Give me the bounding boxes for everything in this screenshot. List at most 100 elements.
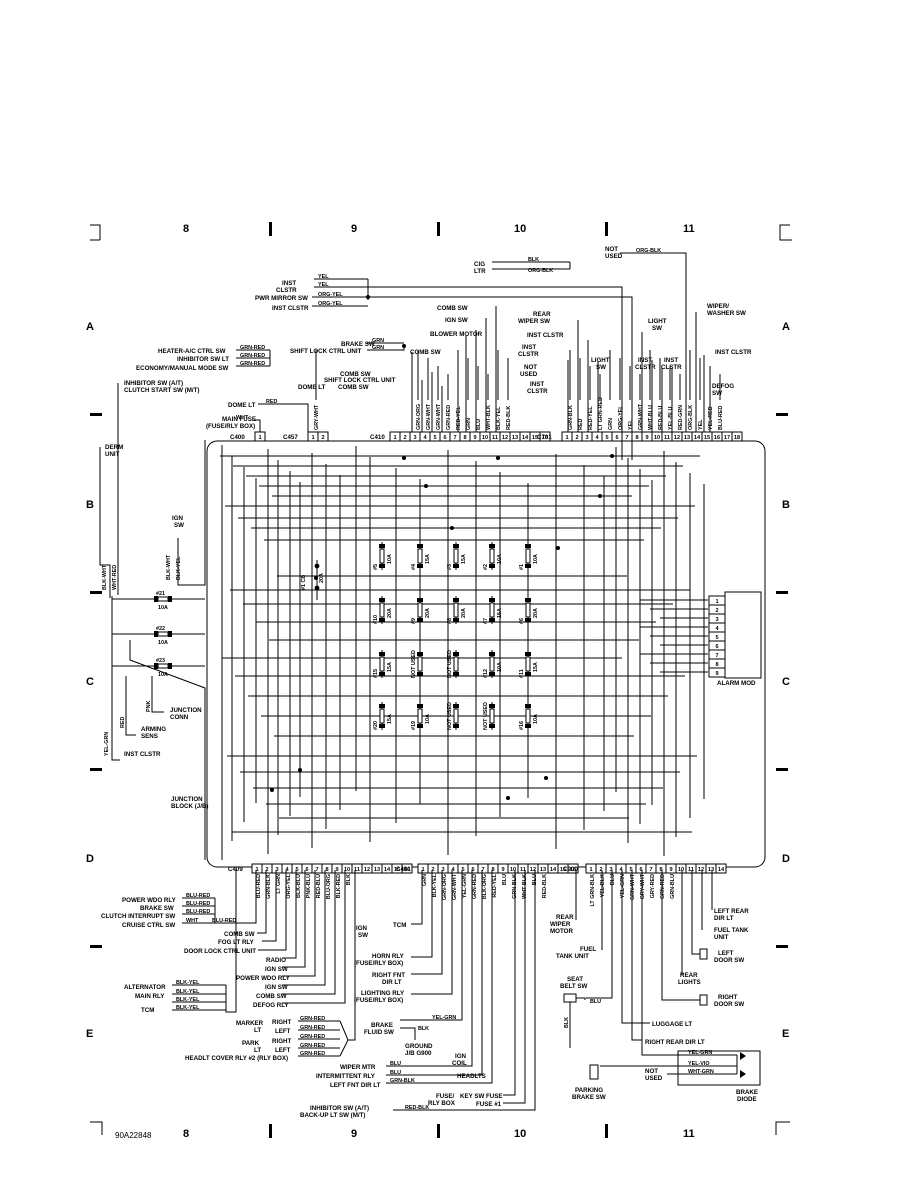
- top-feed-lines: LIGHTSWINSTCLSTRINSTCLSTRINSTCLSTRNOTUSE…: [411, 272, 711, 432]
- top-connector-pin-number: 10: [482, 435, 488, 441]
- top-connector-pin-number: 11: [492, 435, 498, 441]
- top-connector-pin-number: 6: [443, 435, 446, 441]
- side-lower-wires: [111, 596, 206, 860]
- top-connector-pin-number: 9: [473, 435, 476, 441]
- bottom-connector-pin-box: [715, 863, 727, 874]
- bottom-connector-pin-number: 4: [285, 867, 289, 873]
- fuse-id: #20: [373, 721, 379, 730]
- fuse-rating: 20A: [461, 608, 467, 618]
- corner-mark-tl: [90, 224, 101, 241]
- top-wire-color-label: ORG-YEL: [618, 405, 624, 430]
- ign-sw-label-1: IGN SW: [445, 317, 468, 324]
- park-wire-5: GRN-RED: [300, 1051, 325, 1057]
- top-right-caption: INST: [664, 357, 678, 364]
- wire-org-yel-2: ORG-YEL: [318, 301, 343, 307]
- bottom-connector-pin-number: 12: [364, 867, 370, 873]
- brake-wire-grn-1: GRN: [372, 338, 384, 344]
- fuse: NOT USED: [447, 650, 459, 678]
- top-right-caption: LIGHT: [591, 357, 610, 364]
- comb-sw-label-3: COMB SW: [340, 371, 371, 378]
- side-fuse-rating: 10A: [158, 640, 168, 646]
- marker-left: LEFT: [275, 1028, 291, 1035]
- fuse-id: #6: [519, 618, 525, 624]
- alarm-pin-number: 3: [715, 617, 718, 623]
- bd-wire-2: YEL-VIO: [688, 1061, 710, 1067]
- side-wire-wht-red: WHT-RED: [112, 565, 118, 590]
- figure-code: 90A22848: [115, 1131, 152, 1140]
- top-right-caption: CLSTR: [661, 364, 682, 371]
- top-connector-pin-box: [539, 431, 551, 442]
- fuse-id: #1: [519, 564, 525, 570]
- top-right-caption: CLSTR: [518, 351, 539, 358]
- bottom-connector-name-c401: C401: [396, 866, 411, 873]
- top-wire-color-label: WHT-BLK: [486, 405, 492, 430]
- main-fuse-wire-wht: WHT: [236, 415, 249, 421]
- top-connector-pin-number: 2: [403, 435, 406, 441]
- bottom-wire-color-label: GRN-BLU: [670, 874, 676, 899]
- bottom-wire-color-label: PNK-BLU: [306, 874, 312, 898]
- bottom-connector-pin-number: 7: [481, 867, 484, 873]
- fuse-id: #9: [411, 618, 417, 624]
- alarm-pin-number: 6: [715, 644, 718, 650]
- top-connector-pin-box: [317, 431, 329, 442]
- bottom-wire-color-label: BLK-ORG: [482, 874, 488, 899]
- bottom-wire-color-label: GRN-BLK: [266, 874, 272, 899]
- fuse-array: #510A#415A#315A#210A#110A#1020A#920A#820…: [373, 542, 539, 730]
- top-wire-color-label: BLU-RED: [718, 406, 724, 430]
- headlt-cover-label: HEADLT COVER RLY #2 (RLY BOX): [185, 1055, 288, 1062]
- corner-mark-tr: [779, 224, 792, 241]
- top-wire-color-label: RED: [578, 419, 584, 430]
- inst-clstr-label-3: INST CLSTR: [527, 332, 564, 339]
- bottom-connector-pin-number: 13: [374, 867, 380, 873]
- bottom-connector-pin-number: 5: [629, 867, 632, 873]
- bottom-wire-color-label: GRN-WHT: [452, 873, 458, 900]
- grid-col-10: 10: [514, 223, 526, 235]
- top-wire-color-label: GRY-WHT: [314, 404, 320, 430]
- bottom-wire-color-label: RED-BLU: [316, 874, 322, 898]
- bottom-connector-pin-number: 11: [354, 867, 360, 873]
- bottom-connector-pin-number: 12: [530, 867, 536, 873]
- bottom-left-feeds: [257, 870, 346, 1004]
- fuse-id: NOT USED: [447, 702, 453, 730]
- fuse-id: #7: [483, 618, 489, 624]
- bottom-connector-pin-number: 3: [275, 867, 278, 873]
- mid-feeds: [411, 870, 453, 995]
- top-connector-name-c410: C410: [370, 434, 385, 441]
- bottom-wire-color-label: LT GRN-BLK: [590, 874, 596, 907]
- alt-wire-3: BLK-YEL: [176, 997, 200, 1003]
- tcm-bottom-label: TCM: [141, 1007, 154, 1014]
- bottom-wire-color-label: GRY-RED: [650, 874, 656, 898]
- bottom-wire-color-label: BLK-RED: [336, 874, 342, 898]
- pwr-mirror-sw-label: PWR MIRROR SW: [255, 295, 308, 302]
- top-connector-pin-number: 4: [595, 435, 599, 441]
- top-right-caption: CLSTR: [635, 364, 656, 371]
- top-wire-color-label: GRN-WHT: [426, 403, 432, 430]
- wire-org-yel-1: ORG-YEL: [318, 292, 343, 298]
- side-wire-blk-wht-2: BLK-WHT: [166, 554, 172, 580]
- top-right-caption: SW: [596, 364, 606, 371]
- shift-lock-label: SHIFT LOCK CTRL UNIT: [290, 348, 362, 355]
- bottom-wire-color-label: GRN-RED: [472, 874, 478, 899]
- bl-wire-5: BLU-RED: [212, 918, 236, 924]
- inh-wire-red-blk: RED-BLK: [405, 1105, 429, 1111]
- not-used-wire-label: ORG-BLK: [636, 248, 661, 254]
- top-connector-pin-number: 15: [704, 435, 710, 441]
- park-wire-1: GRN-RED: [300, 1016, 325, 1022]
- bottom-wire-color-label: GRN-ORG: [442, 874, 448, 900]
- top-right-caption: INST: [522, 344, 536, 351]
- ign-sw-side-wire: [177, 440, 206, 586]
- fuse-rating: 10A: [425, 714, 431, 724]
- grid-row-b-right: B: [782, 499, 790, 511]
- cb-rating: 20A: [319, 573, 325, 583]
